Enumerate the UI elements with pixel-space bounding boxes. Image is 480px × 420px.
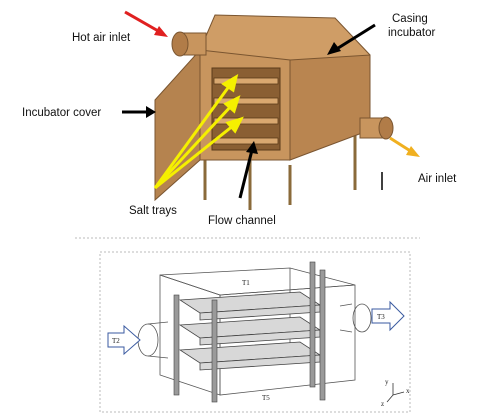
label-axis-x: x <box>406 387 410 395</box>
support-posts <box>173 261 326 403</box>
casing-side <box>289 54 371 161</box>
label-hot-air-inlet: Hot air inlet <box>72 32 131 44</box>
axis-triad <box>386 383 405 403</box>
right-pipe <box>339 303 372 333</box>
support-legs <box>203 135 357 210</box>
flow-channel-arrow <box>238 141 258 199</box>
tray-stack <box>178 291 322 371</box>
cover-arrow <box>122 106 156 118</box>
arrow-t2 <box>107 324 141 356</box>
label-t5: T5 <box>262 394 270 402</box>
label-air-inlet: Air inlet <box>418 173 457 185</box>
label-casing-line1: Casing <box>392 13 428 25</box>
label-incubator-cover: Incubator cover <box>22 107 101 119</box>
orange-arrow <box>389 136 420 157</box>
bottom-diagram: T1 T2 T3 T5 y x z <box>99 251 411 413</box>
salt-trays-shelves <box>213 77 279 145</box>
label-casing-line2: incubator <box>388 27 435 39</box>
air-inlet-pipe <box>359 116 394 140</box>
hot-air-inlet-pipe <box>171 31 207 57</box>
label-salt-trays: Salt trays <box>129 205 177 217</box>
top-diagram: Hot air inlet Casing incubator Incubator… <box>22 10 457 227</box>
label-axis-z: z <box>381 400 384 408</box>
arrow-t3 <box>371 300 405 332</box>
salt-tray-arrows <box>153 73 244 190</box>
label-axis-y: y <box>385 378 389 386</box>
label-flow-channel: Flow channel <box>208 215 276 227</box>
casing-arrow <box>327 23 376 55</box>
label-t3: T3 <box>377 313 385 321</box>
red-arrow <box>124 10 168 37</box>
label-t1: T1 <box>242 279 250 287</box>
label-t2: T2 <box>112 337 120 345</box>
